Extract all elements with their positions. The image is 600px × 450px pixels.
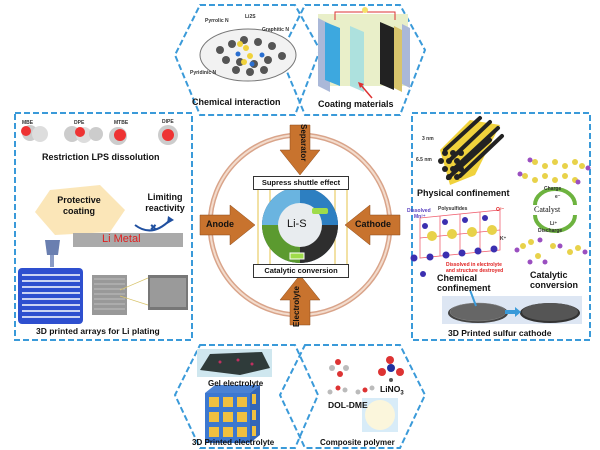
anode-label: Anode xyxy=(206,219,234,229)
dol-dme-label: DOL-DME xyxy=(328,400,368,410)
charge-label: Charge xyxy=(544,186,562,192)
gel-electrolyte-title: Gel electrolyte xyxy=(208,379,264,388)
chemical-confinement-title: Chemical confinement xyxy=(437,273,491,293)
mn-label: Mn²⁺ xyxy=(414,214,426,220)
left-panel-frame xyxy=(14,112,193,341)
printed-sulfur-cathode-title: 3D Printed sulfur cathode xyxy=(448,328,552,338)
limiting-reactivity-label: Limiting reactivity xyxy=(145,192,185,213)
molecule-label-dipe: DIPE xyxy=(162,119,174,125)
hex-electrolyte xyxy=(173,344,320,449)
li-metal-label: Li Metal xyxy=(102,233,141,245)
discharge-label: Discharge xyxy=(538,228,563,234)
lino3-label: LiNO3 xyxy=(380,384,404,397)
li-label: Li⁺ xyxy=(550,221,558,227)
k-label: K⁺ xyxy=(500,236,507,242)
dim-6-5nm: 6.5 nm xyxy=(416,157,432,163)
protective-coating-shape xyxy=(35,185,125,235)
hex-composite xyxy=(278,344,427,449)
arrow-anode xyxy=(199,204,256,246)
molecule-label-dpe: DPE xyxy=(74,120,85,126)
chemical-interaction-title: Chemical interaction xyxy=(192,97,281,107)
svg-text:✖: ✖ xyxy=(150,223,157,232)
printed-arrays-title: 3D printed arrays for Li plating xyxy=(36,326,160,336)
dim-3nm: 3 nm xyxy=(422,136,434,142)
dissolved-label: Dissolved xyxy=(407,208,431,214)
restriction-lps-title: Restriction LPS dissolution xyxy=(42,152,160,162)
arrow-separator xyxy=(279,124,321,176)
label-pyridinic-n: Pyridinic N xyxy=(190,70,217,76)
destroyed-label: Dissolved in electrolyte and structure d… xyxy=(446,262,504,274)
arrow-electrolyte xyxy=(279,274,321,326)
catalytic-conversion-title: Catalytic conversion xyxy=(530,270,579,290)
catalyst-label: Catalyst xyxy=(534,205,561,214)
supress-shuttle-box: Supress shuttle effect xyxy=(253,176,349,190)
hex-coating-materials xyxy=(278,4,427,116)
molecule-label-mbe: MBE xyxy=(22,120,34,126)
o2-label: O²⁻ xyxy=(496,207,505,213)
right-panel-frame xyxy=(411,112,591,341)
coating-materials-title: Coating materials xyxy=(318,99,394,109)
catalytic-conversion-box: Catalytic conversion xyxy=(253,264,349,278)
cathode-label: Cathode xyxy=(355,219,391,229)
label-li2s: Li2S xyxy=(245,14,256,20)
nanotube-bundle xyxy=(438,116,504,185)
molecule-label-mtbe: MTBE xyxy=(114,120,129,126)
hex-chemical-interaction xyxy=(173,4,322,116)
arrow-cathode xyxy=(344,204,401,246)
printed-electrolyte-title: 3D Printed electrolyte xyxy=(192,438,275,447)
label-pyrrolic-n: Pyrrolic N xyxy=(205,18,229,24)
physical-confinement-title: Physical confinement xyxy=(417,188,510,198)
protective-coating-label: Protective coating xyxy=(57,195,101,216)
label-graphitic-n: Graphitic N xyxy=(262,27,289,33)
composite-polymer-title: Composite polymer xyxy=(320,438,395,447)
li-s-core-label: Li-S xyxy=(287,218,307,230)
polysulfides-label: Polysulfides xyxy=(438,206,468,212)
e-label: e⁻ xyxy=(555,194,561,200)
